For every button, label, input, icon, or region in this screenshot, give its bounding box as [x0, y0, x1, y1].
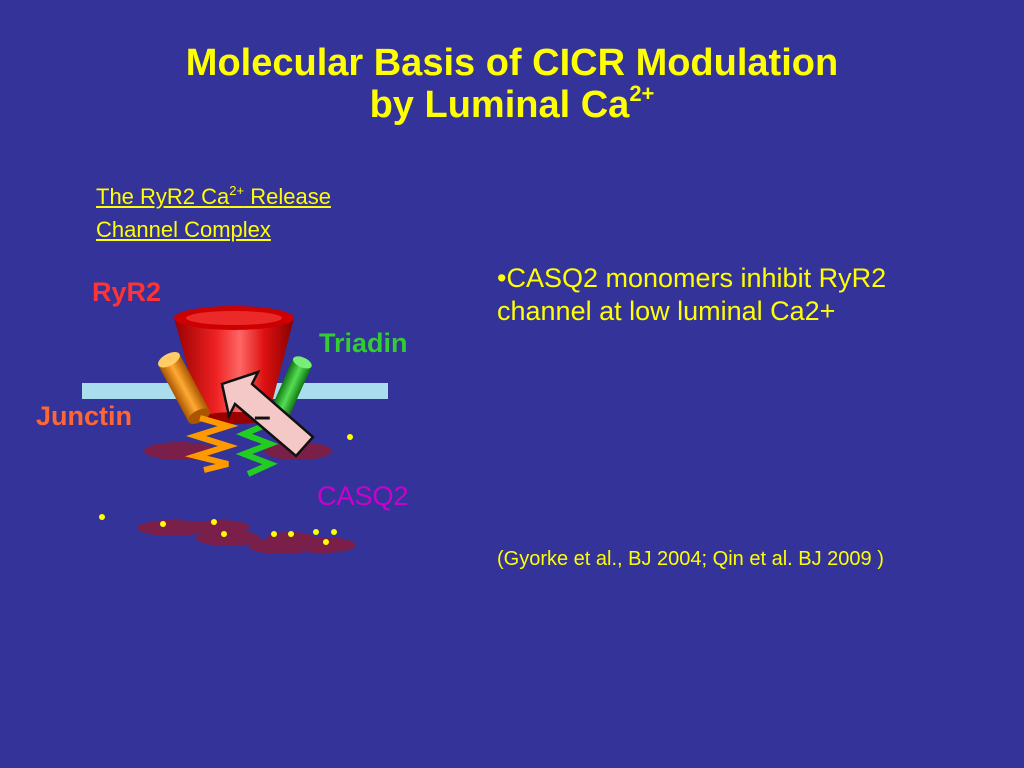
subtitle-superscript: 2+ — [229, 183, 245, 198]
bullet-point: •CASQ2 monomers inhibit RyR2 channel at … — [497, 263, 887, 326]
junctin-label: Junctin — [36, 401, 133, 431]
calcium-ions — [99, 434, 353, 545]
junctin-tail — [184, 415, 239, 473]
title-line-2-text: by Luminal Ca — [369, 84, 630, 126]
inhibition-sign: – — [254, 400, 271, 433]
casq2-polymer — [137, 520, 356, 554]
triadin-label: Triadin — [319, 328, 408, 358]
subtitle-part-2: Release — [244, 184, 331, 209]
title-superscript: 2+ — [629, 81, 655, 106]
ryr2-label: RyR2 — [92, 277, 162, 307]
title-line-1: Molecular Basis of CICR Modulation — [185, 42, 839, 84]
casq2-label: CASQ2 — [317, 481, 409, 511]
subtitle-line-2: Channel Complex — [96, 217, 271, 242]
subtitle-part-1: The RyR2 Ca — [96, 184, 230, 209]
triadin-tail — [235, 421, 279, 477]
inhibition-arrow — [220, 369, 315, 458]
junctin-protein — [158, 352, 210, 424]
title-line-2: by Luminal Ca2+ — [0, 81, 1024, 127]
citation: (Gyorke et al., BJ 2004; Qin et al. BJ 2… — [497, 548, 884, 570]
diagram-subtitle: The RyR2 Ca2+ Release Channel Complex — [96, 180, 331, 246]
slide-title: Molecular Basis of CICR Modulation by Lu… — [0, 42, 1024, 126]
